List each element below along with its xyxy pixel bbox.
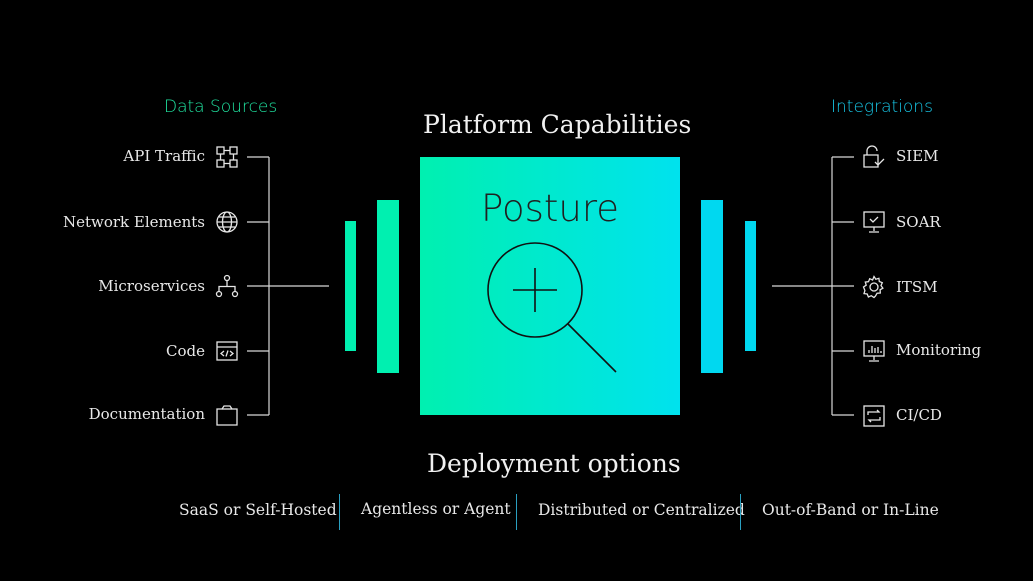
- integrations-header: Integrations: [831, 97, 933, 117]
- posture-box: Posture: [420, 157, 680, 415]
- deployment-divider: [516, 494, 517, 530]
- deployment-option: SaaS or Self-Hosted: [179, 501, 337, 519]
- magnifier-plus-icon: [487, 242, 617, 373]
- right-bar-large: [701, 200, 723, 373]
- source-label-microservices: Microservices: [98, 277, 205, 295]
- deployment-option: Distributed or Centralized: [538, 501, 745, 519]
- globe-icon: [215, 210, 239, 234]
- deployment-option: Agentless or Agent: [361, 500, 511, 518]
- source-label-api-traffic: API Traffic: [123, 147, 205, 165]
- posture-label: Posture: [480, 187, 620, 230]
- platform-title: Platform Capabilities: [423, 110, 692, 139]
- source-label-network-elements: Network Elements: [62, 213, 205, 231]
- api-traffic-icon: [215, 145, 239, 169]
- code-window-icon: [215, 339, 239, 363]
- deployment-option: Out-of-Band or In-Line: [762, 501, 939, 519]
- integrations-bracket: [772, 156, 854, 416]
- gear-icon: [862, 275, 886, 299]
- integration-label-siem: SIEM: [896, 147, 939, 165]
- deployment-divider: [740, 494, 741, 530]
- lock-check-icon: [862, 145, 886, 169]
- integration-label-cicd: CI/CD: [896, 406, 942, 424]
- folder-icon: [215, 403, 239, 427]
- integration-label-monitoring: Monitoring: [896, 341, 982, 359]
- microservices-icon: [215, 274, 239, 298]
- monitor-check-icon: [862, 210, 886, 234]
- cycle-window-icon: [862, 404, 886, 428]
- deployment-divider: [339, 494, 340, 530]
- sources-bracket: [247, 156, 329, 416]
- monitor-chart-icon: [862, 339, 886, 363]
- left-bar-large: [377, 200, 399, 373]
- data-sources-header: Data Sources: [164, 97, 278, 117]
- right-bar-small: [745, 221, 756, 351]
- source-label-documentation: Documentation: [88, 405, 205, 423]
- deployment-title: Deployment options: [427, 449, 681, 478]
- integration-label-itsm: ITSM: [896, 278, 938, 296]
- left-bar-small: [345, 221, 356, 351]
- source-label-code: Code: [166, 342, 205, 360]
- integration-label-soar: SOAR: [896, 213, 941, 231]
